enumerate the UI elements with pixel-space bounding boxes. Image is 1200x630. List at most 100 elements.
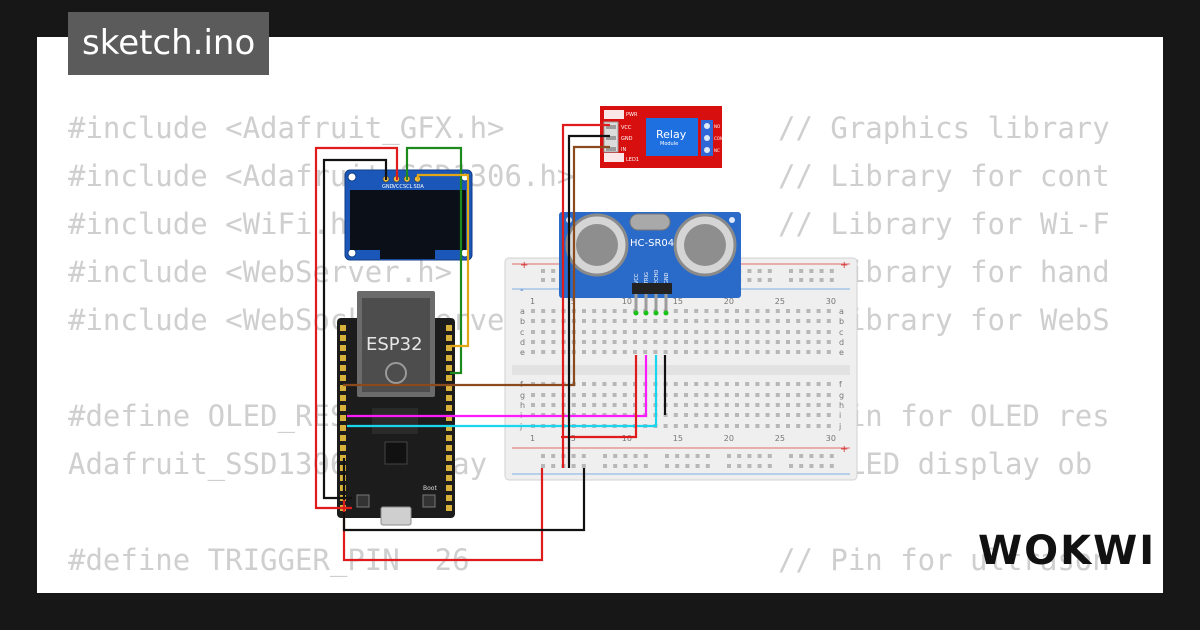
breadboard-hole — [582, 403, 586, 407]
esp32-pin[interactable] — [446, 445, 452, 451]
sensor-pin[interactable] — [644, 294, 648, 312]
breadboard-hole — [816, 424, 821, 428]
breadboard-hole — [806, 350, 811, 354]
wire-brown-relay-in[interactable] — [343, 145, 610, 387]
esp32-pin[interactable] — [340, 445, 346, 451]
esp32-pin[interactable] — [446, 365, 452, 371]
column-number: 5 — [571, 434, 576, 443]
rail-hole — [581, 454, 586, 458]
breadboard-hole — [775, 424, 780, 428]
esp32-pin[interactable] — [446, 465, 452, 471]
wire-black-gnd-rail[interactable] — [342, 468, 586, 532]
wire-red-sensor-vcc[interactable] — [561, 355, 638, 439]
en-button[interactable] — [356, 494, 370, 508]
esp32-pin[interactable] — [446, 425, 452, 431]
esp32-pin[interactable] — [340, 395, 346, 401]
row-letter: h — [839, 401, 844, 410]
row-letter: a — [520, 307, 525, 316]
breadboard-hole — [714, 403, 719, 407]
breadboard-hole — [704, 393, 709, 397]
wire-black-relay-gnd[interactable] — [567, 134, 610, 468]
esp32-pin[interactable] — [446, 355, 452, 361]
esp32-pin[interactable] — [446, 505, 452, 511]
code-comment: // Library for Wi-F — [778, 207, 1110, 241]
wire-cyan-sensor-echo[interactable] — [347, 355, 658, 428]
breadboard-hole — [673, 319, 678, 323]
esp32-pin[interactable] — [446, 325, 452, 331]
wire-red-oled-vcc[interactable] — [314, 146, 399, 510]
esp32-pin[interactable] — [340, 325, 346, 331]
relay-pin[interactable] — [606, 136, 616, 140]
breadboard-hole — [684, 413, 688, 417]
breadboard-hole — [786, 319, 790, 323]
esp32-pin[interactable] — [446, 495, 452, 501]
esp32-pin[interactable] — [340, 405, 346, 411]
esp32-pin[interactable] — [446, 375, 452, 381]
sensor-pin[interactable] — [654, 294, 658, 312]
column-number: 30 — [826, 434, 836, 443]
esp32-pin[interactable] — [340, 365, 346, 371]
esp32-pin[interactable] — [340, 335, 346, 341]
esp32-pin[interactable] — [340, 435, 346, 441]
relay-pin[interactable] — [606, 147, 616, 151]
column-number: 20 — [724, 297, 734, 306]
esp32-pin[interactable] — [446, 385, 452, 391]
esp32-pin[interactable] — [340, 355, 346, 361]
wire-magenta-sensor-trig[interactable] — [347, 355, 648, 418]
breadboard-hole — [806, 413, 811, 417]
breadboard-hole — [745, 382, 750, 386]
esp32-pin[interactable] — [446, 485, 452, 491]
esp32-pin[interactable] — [446, 395, 452, 401]
esp32-pin[interactable] — [340, 385, 346, 391]
esp32-pin[interactable] — [446, 455, 452, 461]
wire-red-relay-vcc[interactable] — [561, 123, 610, 468]
esp32-pin[interactable] — [340, 425, 346, 431]
wire-black-oled-gnd[interactable] — [322, 158, 388, 500]
esp32-pin[interactable] — [446, 415, 452, 421]
wire-green-oled-scl[interactable] — [405, 146, 463, 375]
breadboard-hole — [704, 340, 709, 344]
breadboard-hole — [816, 340, 821, 344]
sensor-pin[interactable] — [634, 294, 638, 312]
wire-yellow-oled-sda[interactable] — [416, 173, 470, 348]
esp32-pin[interactable] — [446, 345, 452, 351]
esp32-pin[interactable] — [340, 415, 346, 421]
relay-pin[interactable] — [606, 125, 616, 129]
rail-hole — [551, 454, 556, 458]
esp32-pin[interactable] — [446, 475, 452, 481]
rail-hole — [675, 454, 680, 458]
esp32-board[interactable]: ESP32 Boot — [337, 291, 455, 526]
breadboard-hole — [602, 330, 607, 334]
esp32-pin[interactable] — [446, 435, 452, 441]
code-text: #include <WebServer.h> — [68, 255, 453, 289]
breadboard-hole — [724, 382, 729, 386]
breadboard-hole — [755, 393, 760, 397]
sensor-pin[interactable] — [664, 294, 668, 312]
rail-hole — [541, 454, 545, 458]
breadboard-hole — [816, 382, 821, 386]
rail-hole — [643, 454, 648, 458]
esp32-pin[interactable] — [446, 335, 452, 341]
esp32-pin[interactable] — [446, 405, 452, 411]
esp32-pin[interactable] — [340, 375, 346, 381]
rail-hole — [757, 454, 762, 458]
sensor-pin-label: VCC — [634, 273, 640, 284]
wires[interactable] — [314, 123, 667, 562]
breadboard-hole — [633, 340, 637, 344]
boot-button[interactable] — [422, 494, 436, 508]
relay-pin-label: GND — [621, 136, 633, 142]
esp32-pin[interactable] — [340, 345, 346, 351]
breadboard-hole — [582, 382, 586, 386]
breadboard-hole — [714, 382, 719, 386]
column-number: 1 — [530, 297, 535, 306]
file-tab[interactable]: sketch.ino — [68, 12, 270, 75]
rail-hole — [643, 464, 648, 468]
column-number: 15 — [673, 297, 683, 306]
esp32-label: ESP32 — [366, 334, 423, 355]
rail-hole — [809, 464, 814, 468]
